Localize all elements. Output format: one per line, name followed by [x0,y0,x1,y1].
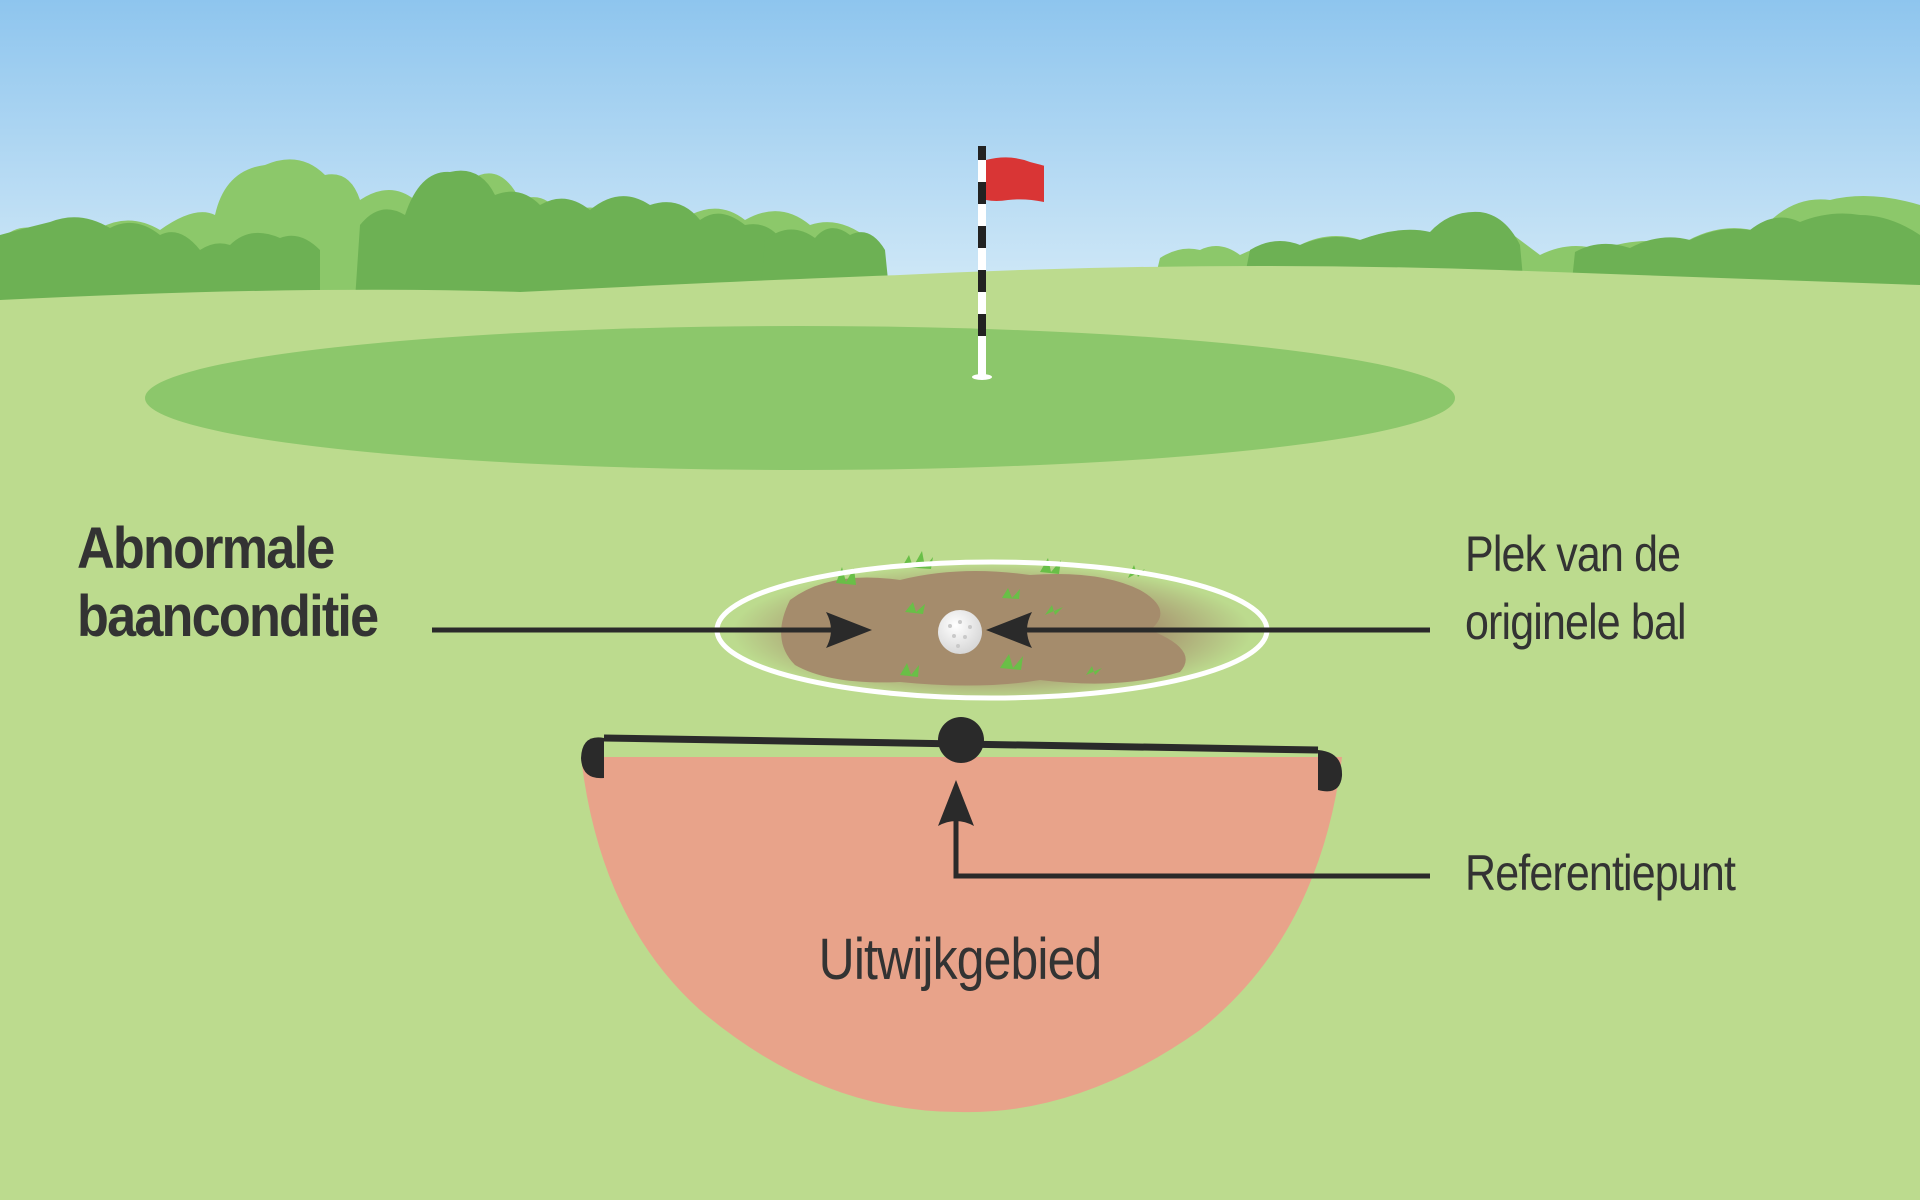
arrow-abnormal-condition [432,612,872,648]
flagstick [972,146,992,380]
golf-ball [938,610,982,654]
original-ball-spot-label-line2: originele bal [1465,594,1687,650]
flag [986,157,1045,202]
abnormal-condition-label-line1: Abnormale [77,516,335,581]
arrow-original-ball-spot [986,612,1430,648]
original-ball-spot-label: Plek van de originele bal [1465,520,1687,656]
relief-area [581,757,1342,1113]
putting-green [145,326,1455,470]
abnormal-condition-label-line2: baanconditie [77,584,379,649]
original-ball-spot-label-line1: Plek van de [1465,526,1681,582]
relief-area-label: Uitwijkgebied [818,927,1103,992]
reference-point-dot [938,717,984,763]
abnormal-condition-label: Abnormale baanconditie [77,515,379,651]
arrow-reference-point [938,780,1430,879]
reference-point-label: Referentiepunt [1465,845,1736,901]
